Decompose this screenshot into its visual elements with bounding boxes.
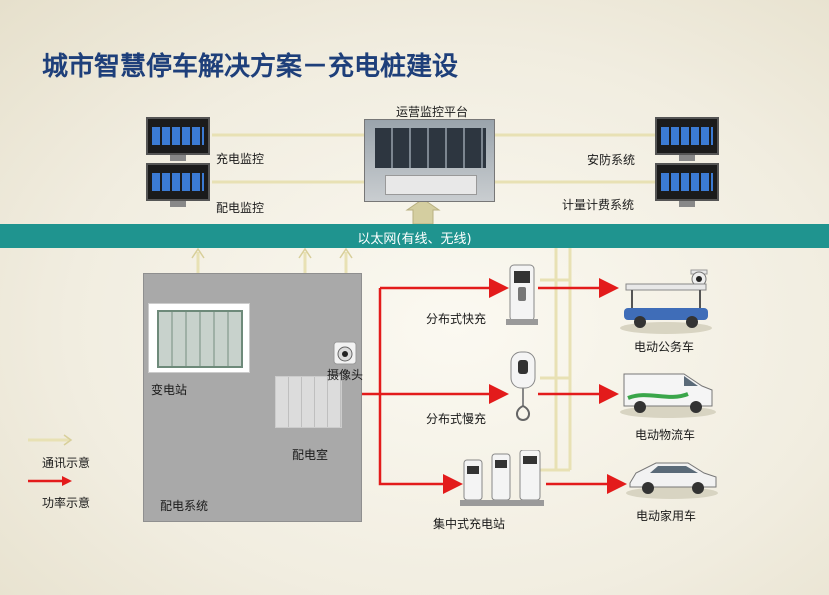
- monitor-icon: [146, 163, 210, 207]
- label-security-system: 安防系统: [587, 153, 636, 167]
- slow-charger-icon: [510, 351, 536, 422]
- label-camera: 摄像头: [327, 368, 364, 382]
- label-logistics-van: 电动物流车: [635, 428, 696, 442]
- label-distribution-system: 配电系统: [160, 499, 209, 513]
- label-distribution-room: 配电室: [292, 448, 329, 462]
- platform-label: 运营监控平台: [396, 105, 469, 119]
- monitor-icon: [655, 163, 719, 207]
- ethernet-band: [0, 224, 829, 248]
- logistics-van-icon: [620, 373, 716, 418]
- legend-power-label: 功率示意: [42, 496, 91, 510]
- monitor-icon: [655, 117, 719, 161]
- label-metering-system: 计量计费系统: [562, 198, 635, 212]
- official-car-icon: [620, 283, 712, 334]
- monitor-icon: [146, 117, 210, 161]
- label-fast-charger: 分布式快充: [426, 312, 487, 326]
- control-room-image: [364, 119, 495, 202]
- label-charging-monitor: 充电监控: [216, 152, 265, 166]
- label-charging-station: 集中式充电站: [433, 517, 506, 531]
- camera-icon: [333, 341, 357, 365]
- label-official-car: 电动公务车: [634, 340, 695, 354]
- comm-legend-arrow: [28, 434, 73, 446]
- charging-station-icon: [460, 450, 544, 506]
- distribution-room-image: [275, 376, 342, 428]
- label-family-car: 电动家用车: [636, 509, 697, 523]
- label-slow-charger: 分布式慢充: [426, 412, 487, 426]
- substation-image: [148, 303, 250, 373]
- fast-charger-icon: [506, 264, 538, 325]
- ethernet-label: 以太网(有线、无线): [357, 232, 472, 247]
- charger-comm-lines: [540, 248, 572, 472]
- page-title: 城市智慧停车解决方案－充电桩建设: [42, 52, 459, 82]
- system-comm-heads: [191, 247, 353, 259]
- network-up-arrow: [405, 198, 441, 225]
- label-substation: 变电站: [151, 383, 188, 397]
- label-distribution-monitor: 配电监控: [216, 201, 265, 215]
- top-comm-lines: [212, 133, 655, 184]
- power-legend-arrow: [28, 476, 72, 486]
- family-car-icon: [626, 462, 718, 499]
- legend-comm-label: 通讯示意: [42, 456, 91, 470]
